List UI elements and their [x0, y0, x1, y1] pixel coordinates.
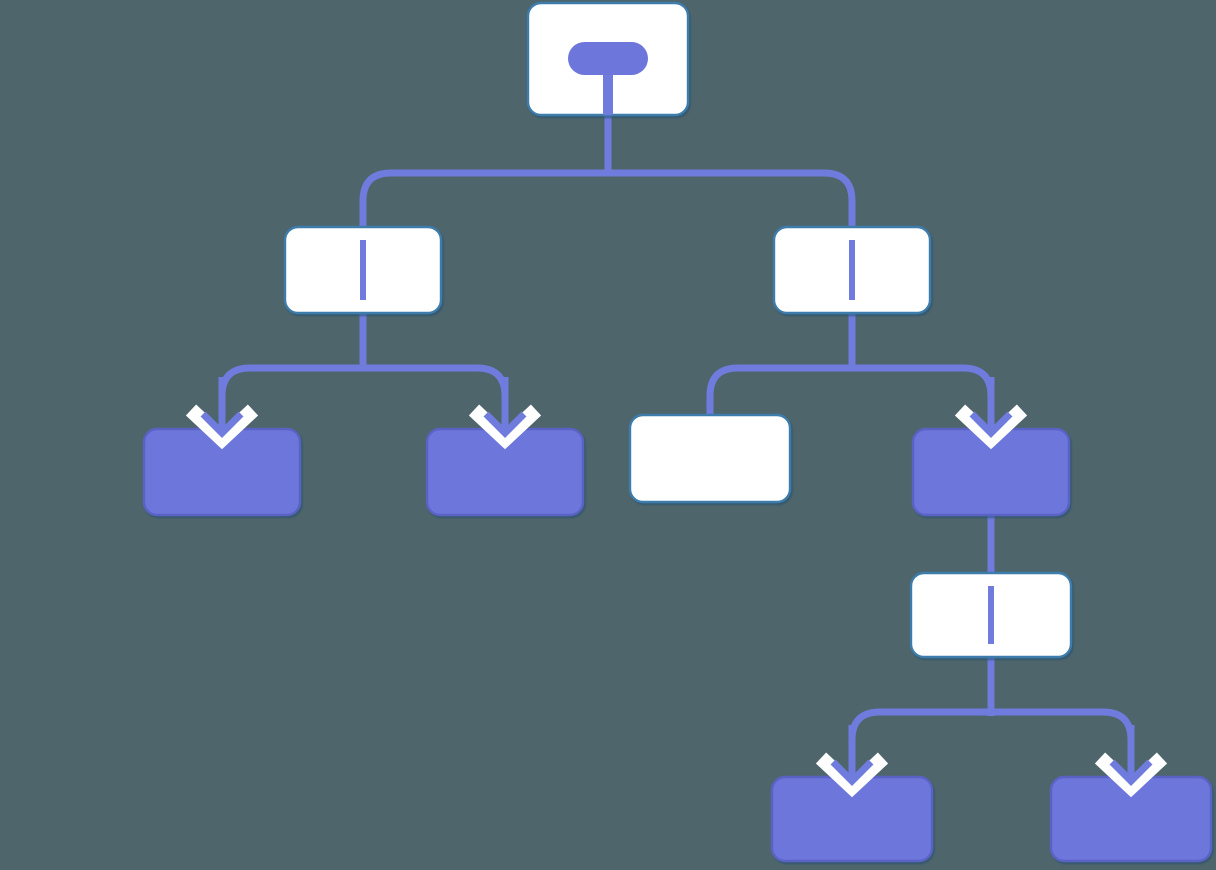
arrowhead-down-icon [483, 411, 527, 438]
root-pill-stem [603, 70, 613, 115]
node-child-plain[interactable] [628, 413, 792, 504]
node-layer [142, 1, 1213, 863]
arrowhead-down-icon [1109, 759, 1153, 786]
chevron-badge-icon [1094, 752, 1168, 798]
arrowhead-down-icon [200, 411, 244, 438]
chevron-badge-icon [954, 404, 1028, 450]
arrowhead-down-icon [969, 411, 1013, 438]
chevron-badge-icon [468, 404, 542, 450]
edge-left-rail [218, 364, 509, 434]
arrowhead-down-icon [830, 759, 874, 786]
edge-level1-rail [359, 169, 856, 232]
chevron-badge-icon [815, 752, 889, 798]
edge-bottom-rail [848, 708, 1135, 782]
decoration-layer [185, 42, 1168, 798]
root-pill-icon [568, 42, 648, 75]
chevron-badge-icon [185, 404, 259, 450]
